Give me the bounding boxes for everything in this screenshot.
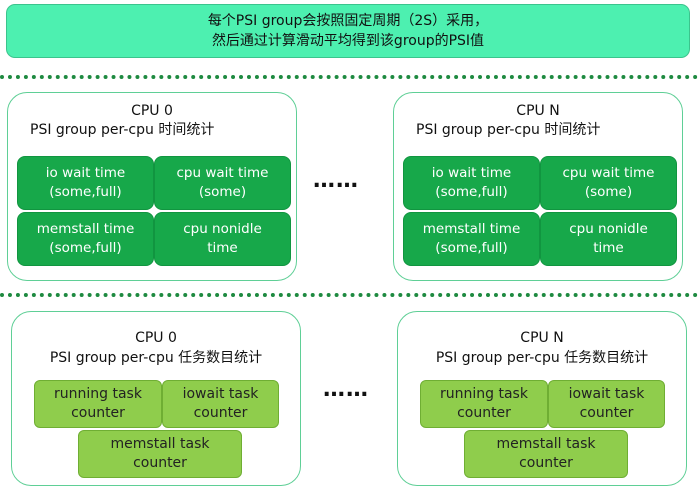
iowait-task-counter-cell: iowait task counter bbox=[548, 380, 665, 428]
cell-line-1: iowait task bbox=[568, 386, 645, 402]
memstall-task-counter-cell: memstall task counter bbox=[464, 430, 628, 478]
cell-line-1: running task bbox=[440, 386, 528, 402]
cell-line-1: running task bbox=[54, 386, 142, 402]
panel-cpu-label: CPU 0 bbox=[131, 103, 173, 119]
cell-line-2: (some) bbox=[198, 184, 247, 200]
banner-line-1: 每个PSI group会按照固定周期（2S）采用， bbox=[207, 13, 489, 29]
panel-subtitle: PSI group per-cpu 时间统计 bbox=[416, 122, 601, 138]
cell-line-2: counter bbox=[519, 455, 573, 471]
cell-line-1: memstall task bbox=[496, 436, 596, 452]
task-panels-ellipsis: …… bbox=[323, 377, 369, 402]
memstall-time-cell: memstall time (some,full) bbox=[403, 212, 540, 266]
section-divider-top bbox=[0, 75, 698, 79]
banner-line-2: 然后通过计算滑动平均得到该group的PSI值 bbox=[211, 33, 485, 49]
cell-line-1: memstall task bbox=[110, 436, 210, 452]
running-task-counter-cell: running task counter bbox=[420, 380, 548, 428]
cell-line-2: time bbox=[207, 240, 238, 256]
cell-line-2: counter bbox=[193, 405, 248, 421]
task-panel-cpu-0: CPU 0 PSI group per-cpu 任务数目统计 running t… bbox=[11, 311, 301, 486]
iowait-task-counter-cell: iowait task counter bbox=[162, 380, 279, 428]
time-panels-ellipsis: …… bbox=[313, 168, 359, 193]
cell-line-1: memstall time bbox=[36, 221, 135, 237]
cell-line-2: (some,full) bbox=[49, 240, 122, 256]
panel-subtitle: PSI group per-cpu 任务数目统计 bbox=[435, 350, 649, 366]
cell-line-2: (some,full) bbox=[435, 240, 508, 256]
cpu-wait-time-cell: cpu wait time (some) bbox=[154, 156, 291, 210]
cell-line-2: (some) bbox=[584, 184, 633, 200]
section-divider-middle bbox=[0, 293, 698, 297]
io-wait-time-cell: io wait time (some,full) bbox=[17, 156, 154, 210]
memstall-task-counter-cell: memstall task counter bbox=[78, 430, 242, 478]
cell-line-2: (some,full) bbox=[435, 184, 508, 200]
panel-cpu-label: CPU N bbox=[520, 330, 564, 346]
cell-line-1: io wait time bbox=[431, 165, 512, 181]
cell-line-1: io wait time bbox=[45, 165, 126, 181]
cell-line-2: counter bbox=[71, 405, 125, 421]
time-panel-cpu-n: CPU N PSI group per-cpu 时间统计 io wait tim… bbox=[393, 92, 683, 281]
cell-line-1: memstall time bbox=[422, 221, 521, 237]
cell-line-2: counter bbox=[133, 455, 187, 471]
io-wait-time-cell: io wait time (some,full) bbox=[403, 156, 540, 210]
memstall-time-cell: memstall time (some,full) bbox=[17, 212, 154, 266]
cpu-nonidle-time-cell: cpu nonidle time bbox=[540, 212, 677, 266]
cell-line-2: (some,full) bbox=[49, 184, 122, 200]
cell-line-1: cpu nonidle bbox=[569, 221, 648, 237]
cell-line-1: cpu wait time bbox=[562, 165, 655, 181]
running-task-counter-cell: running task counter bbox=[34, 380, 162, 428]
panel-cpu-label: CPU 0 bbox=[135, 330, 177, 346]
cell-line-1: iowait task bbox=[182, 386, 259, 402]
cell-line-2: time bbox=[593, 240, 624, 256]
cell-line-2: counter bbox=[457, 405, 511, 421]
cell-line-1: cpu nonidle bbox=[183, 221, 262, 237]
time-panel-cpu-0: CPU 0 PSI group per-cpu 时间统计 io wait tim… bbox=[7, 92, 297, 281]
panel-subtitle: PSI group per-cpu 任务数目统计 bbox=[49, 350, 263, 366]
cell-line-2: counter bbox=[579, 405, 634, 421]
cell-line-1: cpu wait time bbox=[176, 165, 269, 181]
panel-cpu-label: CPU N bbox=[516, 103, 560, 119]
cpu-nonidle-time-cell: cpu nonidle time bbox=[154, 212, 291, 266]
task-panel-cpu-n: CPU N PSI group per-cpu 任务数目统计 running t… bbox=[397, 311, 687, 486]
psi-summary-banner: 每个PSI group会按照固定周期（2S）采用， 然后通过计算滑动平均得到该g… bbox=[6, 4, 690, 58]
cpu-wait-time-cell: cpu wait time (some) bbox=[540, 156, 677, 210]
panel-subtitle: PSI group per-cpu 时间统计 bbox=[30, 122, 215, 138]
